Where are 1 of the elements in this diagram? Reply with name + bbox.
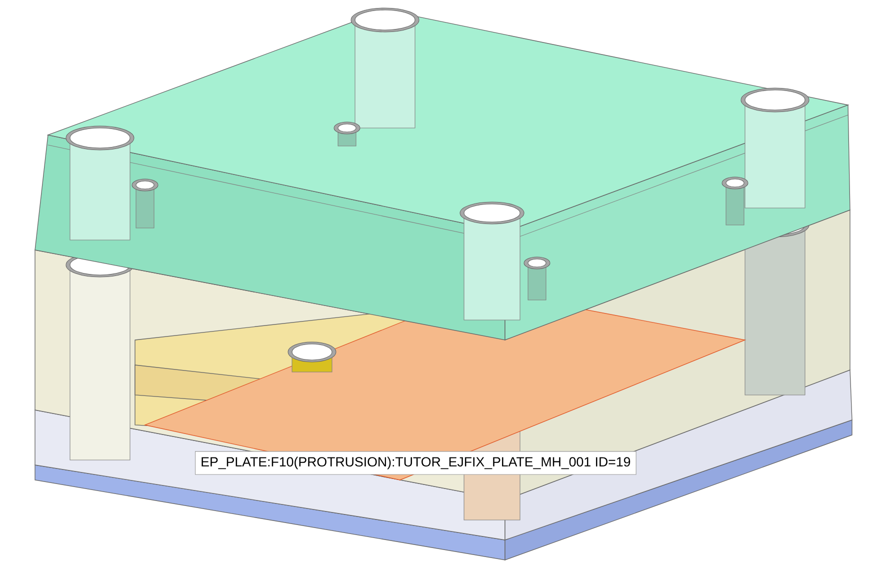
tooltip: EP_PLATE:F10(PROTRUSION):TUTOR_EJFIX_PLATE_MH_001 ID=19 xyxy=(195,451,636,475)
